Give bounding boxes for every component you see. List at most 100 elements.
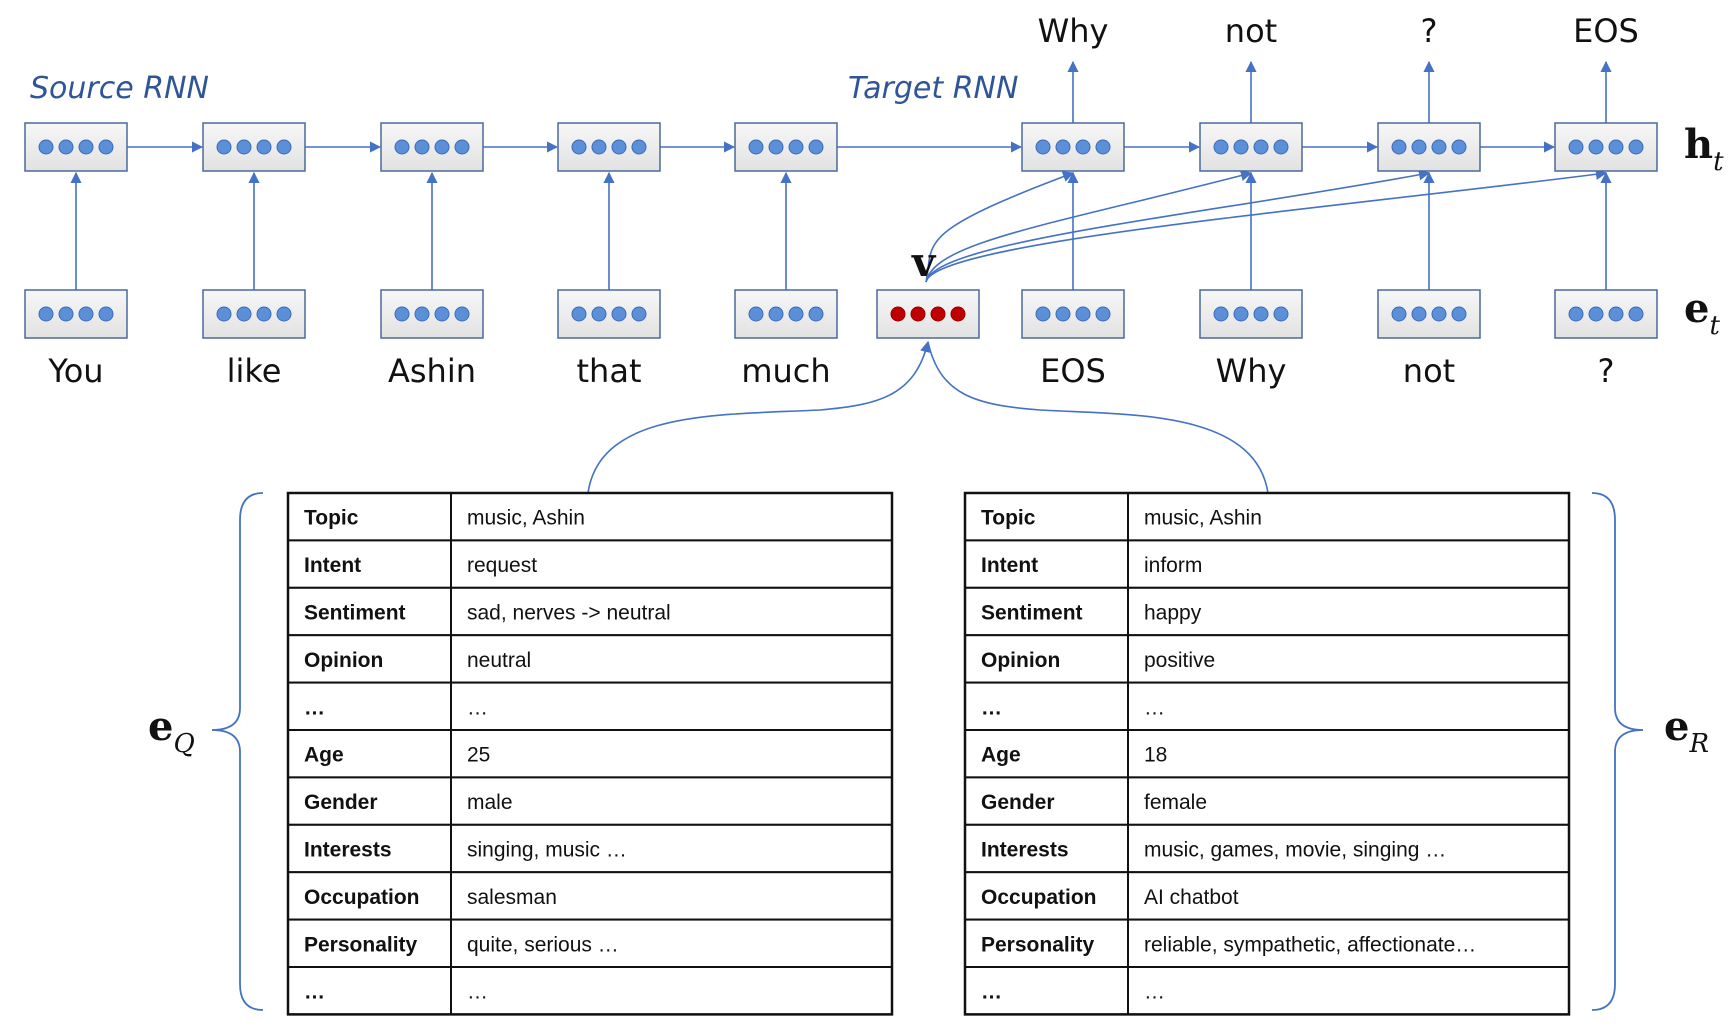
attribute-value: positive (1144, 649, 1215, 672)
source-word: much (741, 352, 830, 390)
table-value-cell (450, 729, 893, 779)
source-word: Ashin (388, 352, 476, 390)
source-embedding-cell (557, 289, 661, 339)
target-hidden-cell-dot (1391, 139, 1407, 155)
attribute-name: … (304, 981, 325, 1004)
table-value-cell (450, 966, 893, 1016)
attribute-value: sad, nerves -> neutral (467, 602, 671, 625)
attribute-value: neutral (467, 649, 531, 672)
rnn-cells (24, 122, 1658, 339)
attribute-name: Gender (304, 791, 378, 814)
attribute-name: Personality (304, 933, 418, 956)
hidden-state-label: ht (1684, 121, 1724, 177)
target-embedding-cell-dot (1273, 306, 1289, 322)
attribute-name: Occupation (981, 886, 1097, 909)
source-hidden-cell-dot (808, 139, 824, 155)
attribute-name: Intent (981, 554, 1038, 577)
target-hidden-cell-dot (1035, 139, 1051, 155)
source-embedding-cell-dot (38, 306, 54, 322)
target-hidden-cell-dot (1055, 139, 1071, 155)
source-embedding-cell-dot (276, 306, 292, 322)
attribute-name: Intent (304, 554, 361, 577)
persona-to-hidden-arrow (925, 171, 1075, 283)
source-hidden-cell-dot (414, 139, 430, 155)
attribute-name: Topic (304, 507, 359, 530)
table-value-cell (450, 871, 893, 921)
attribute-name: … (981, 981, 1002, 1004)
attribute-value: male (467, 791, 513, 814)
persona-vector-cell-dot (930, 306, 946, 322)
target-embedding-cell (1554, 289, 1658, 339)
source-hidden-cell-dot (58, 139, 74, 155)
table-key-cell (287, 776, 452, 826)
target-hidden-cell (1554, 122, 1658, 172)
table-key-cell (964, 539, 1129, 589)
target-embedding-cell-dot (1391, 306, 1407, 322)
source-embedding-cell (202, 289, 306, 339)
persona-to-hidden-arrow (925, 169, 1431, 283)
target-embedding-cell-dot (1035, 306, 1051, 322)
response-table-to-v-arrow (927, 341, 1269, 494)
attribute-value: … (1144, 696, 1165, 719)
target-hidden-cell-dot (1095, 139, 1111, 155)
target-embedding-cell-dot (1568, 306, 1584, 322)
table-key-cell (964, 634, 1129, 684)
target-hidden-cell-dot (1233, 139, 1249, 155)
source-hidden-cell (734, 122, 838, 172)
table-row: …… (287, 966, 893, 1016)
source-word: You (47, 352, 103, 390)
target-hidden-cell-dot (1273, 139, 1289, 155)
source-hidden-cell-dot (748, 139, 764, 155)
persona-to-hidden-arrow (925, 170, 1253, 283)
table-value-cell (1127, 681, 1570, 731)
attribute-name: … (304, 696, 325, 719)
source-hidden-cell-dot (434, 139, 450, 155)
source-embedding-cell-dot (78, 306, 94, 322)
target-hidden-cell-dot (1451, 139, 1467, 155)
target-output-word: EOS (1573, 12, 1639, 50)
target-embedding-cell-dot (1055, 306, 1071, 322)
source-embedding-cell-dot (631, 306, 647, 322)
table-key-cell (287, 586, 452, 637)
right-brace (1591, 492, 1644, 1011)
source-embedding-cell-dot (768, 306, 784, 322)
target-embedding-cell-dot (1411, 306, 1427, 322)
table-border (286, 491, 894, 1016)
attribute-value: reliable, sympathetic, affectionate… (1144, 933, 1476, 956)
table-row: …… (964, 681, 1570, 731)
target-hidden-cell-dot (1253, 139, 1269, 155)
source-hidden-cell-dot (256, 139, 272, 155)
target-hidden-cell-dot (1608, 139, 1624, 155)
attribute-value: salesman (467, 886, 557, 909)
source-hidden-cell-dot (394, 139, 410, 155)
target-embedding-cell-dot (1095, 306, 1111, 322)
table-row: Occupation AI chatbot (964, 871, 1570, 921)
attribute-name: Age (981, 744, 1021, 767)
table-key-cell (964, 776, 1129, 826)
source-hidden-cell (24, 122, 128, 172)
source-embedding-cell (24, 289, 128, 339)
attribute-name: Interests (981, 839, 1069, 862)
target-hidden-cell-dot (1411, 139, 1427, 155)
target-hidden-cell-dot (1075, 139, 1091, 155)
target-output-word: Why (1038, 12, 1109, 50)
source-hidden-cell-dot (78, 139, 94, 155)
table-value-cell (1127, 966, 1570, 1016)
attribute-value: quite, serious … (467, 933, 619, 956)
attribute-name: Sentiment (981, 602, 1083, 625)
attribute-value: AI chatbot (1144, 886, 1239, 909)
source-embedding-cell-dot (58, 306, 74, 322)
source-embedding-cell-dot (748, 306, 764, 322)
source-hidden-cell-dot (591, 139, 607, 155)
table-border (963, 491, 1571, 1016)
source-word: that (577, 352, 642, 390)
source-hidden-cell-dot (38, 139, 54, 155)
